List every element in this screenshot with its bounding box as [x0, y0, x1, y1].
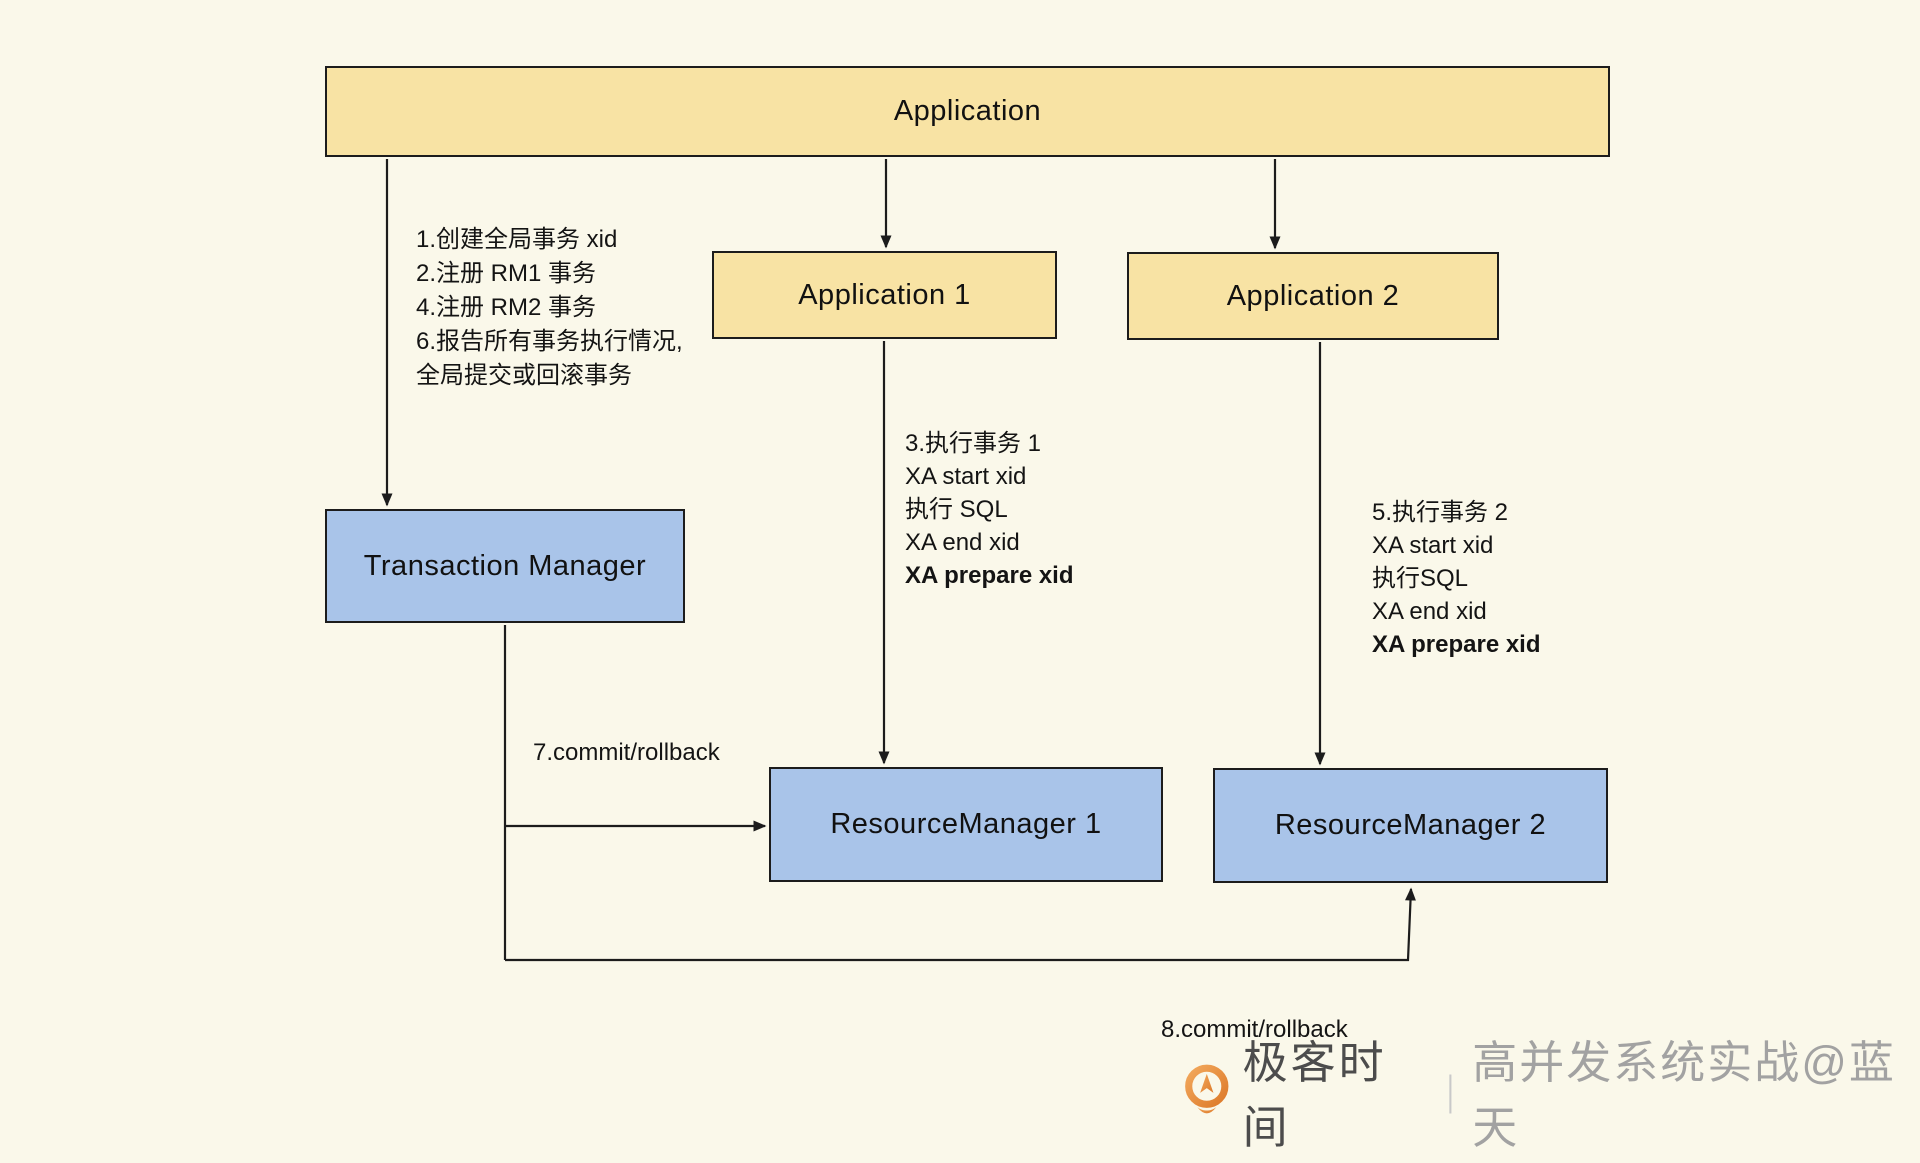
arrow-tm-to-rm2: [505, 887, 1417, 962]
annotation-tm-steps: 1.创建全局事务 xid 2.注册 RM1 事务 4.注册 RM2 事务 6.报…: [416, 223, 683, 393]
node-resource-manager-2-label: ResourceManager 2: [1274, 809, 1547, 841]
geektime-logo-icon: [1185, 1064, 1229, 1114]
annotation-line: 1.创建全局事务 xid: [416, 226, 618, 253]
node-transaction-manager-label: Transaction Manager: [363, 549, 647, 582]
annotation-line: 执行SQL: [1372, 565, 1469, 592]
watermark: 极客时间 | 高并发系统实战@蓝天: [1183, 1037, 1920, 1153]
annotation-app2-steps: 5.执行事务 2 XA start xid 执行SQL XA end xid X…: [1372, 496, 1541, 661]
node-application-label: Application: [893, 95, 1042, 127]
annotation-line: 执行 SQL: [905, 496, 1008, 523]
annotation-line: 6.报告所有事务执行情况,: [416, 328, 683, 355]
annotation-line: 4.注册 RM2 事务: [416, 294, 597, 321]
annotation-line: 5.执行事务 2: [1372, 499, 1509, 526]
node-application: Application: [325, 66, 1610, 157]
annotation-line-prepare: XA prepare xid: [905, 562, 1074, 589]
brand-tagline: 高并发系统实战@蓝天: [1472, 1037, 1896, 1153]
annotation-line: XA end xid: [905, 529, 1020, 556]
annotation-line: XA start xid: [905, 463, 1027, 490]
brand-divider: |: [1447, 1067, 1455, 1114]
node-resource-manager-1-label: ResourceManager 1: [830, 808, 1102, 840]
node-transaction-manager: Transaction Manager: [325, 509, 685, 623]
annotation-line-prepare: XA prepare xid: [1372, 631, 1541, 658]
node-application-1-label: Application 1: [798, 278, 971, 311]
annotation-line: 2.注册 RM1 事务: [416, 260, 597, 287]
annotation-line: 3.执行事务 1: [905, 430, 1042, 457]
node-application-2: Application 2: [1127, 252, 1499, 340]
annotation-line: XA end xid: [1372, 598, 1487, 625]
node-resource-manager-2: ResourceManager 2: [1213, 768, 1608, 883]
brand-name: 极客时间: [1242, 1037, 1387, 1153]
node-resource-manager-1: ResourceManager 1: [769, 767, 1163, 882]
annotation-line: XA start xid: [1372, 532, 1494, 559]
node-application-2-label: Application 2: [1226, 279, 1400, 312]
annotation-line: 全局提交或回滚事务: [416, 362, 632, 389]
annotation-step7: 7.commit/rollback: [533, 739, 720, 766]
node-application-1: Application 1: [712, 251, 1057, 339]
annotation-step8: 8.commit/rollback: [1161, 1016, 1348, 1043]
annotation-app1-steps: 3.执行事务 1 XA start xid 执行 SQL XA end xid …: [905, 427, 1074, 592]
